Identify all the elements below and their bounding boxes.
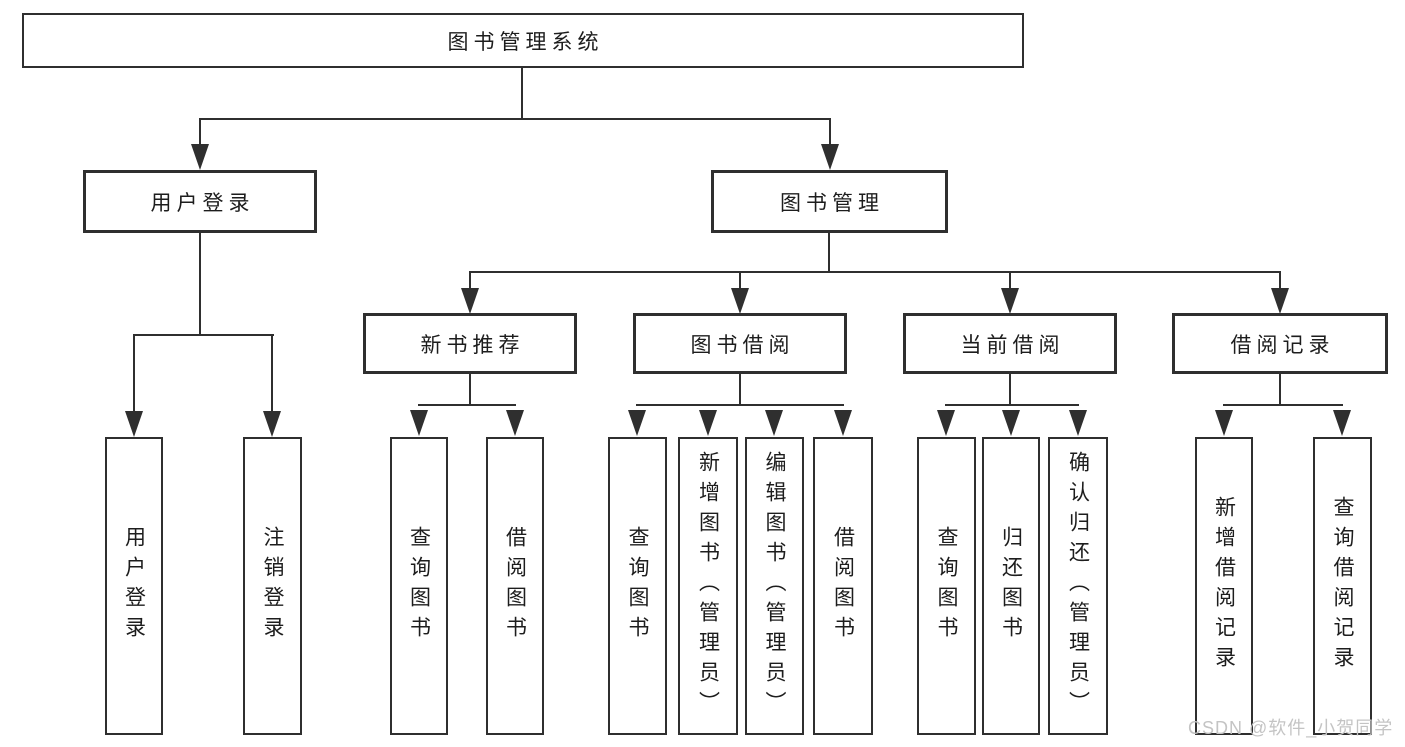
connector [199,118,831,120]
node-current-borrow: 当前借阅 [903,313,1117,374]
arrowhead [821,144,839,170]
leaf-query-books-recommend: 查询图书 [390,437,448,735]
arrowhead [263,411,281,437]
connector [469,271,1281,273]
node-current-borrow-label: 当前借阅 [960,333,1065,357]
leaf-query-books-current: 查询图书 [917,437,976,735]
arrowhead [125,411,143,437]
leaf-confirm-return-admin: 确认归还（管理员） [1048,437,1108,735]
leaf-confirm-return-admin-label: 确认归还（管理员） [1066,451,1090,721]
csdn-watermark: CSDN @软件_小贺同学 [1188,718,1394,738]
arrowhead [1215,410,1233,436]
node-book-management: 图书管理 [711,170,948,233]
leaf-logout: 注销登录 [243,437,302,735]
connector [199,118,201,148]
leaf-query-books-current-label: 查询图书 [935,526,958,646]
connector [521,68,523,120]
connector [945,404,1079,406]
node-user-login: 用户登录 [83,170,317,233]
connector [739,373,741,406]
leaf-add-books-admin-label: 新增图书（管理员） [696,451,720,721]
connector [418,404,516,406]
node-borrow-records-label: 借阅记录 [1230,333,1335,357]
connector [1279,373,1281,406]
leaf-logout-label: 注销登录 [261,526,284,646]
leaf-add-borrow-record-label: 新增借阅记录 [1212,496,1236,676]
node-new-book-recommend: 新书推荐 [363,313,577,374]
leaf-query-borrow-record: 查询借阅记录 [1313,437,1372,735]
connector [828,233,830,273]
arrowhead [461,288,479,314]
node-book-borrow-label: 图书借阅 [690,333,795,357]
arrowhead [506,410,524,436]
connector [1223,404,1343,406]
connector [133,334,274,336]
arrowhead [1001,288,1019,314]
arrowhead [699,410,717,436]
connector [1009,271,1011,291]
connector [271,334,273,412]
arrowhead [1069,410,1087,436]
leaf-query-books-borrow-label: 查询图书 [626,526,649,646]
arrowhead [1271,288,1289,314]
leaf-borrow-books-recommend: 借阅图书 [486,437,544,735]
leaf-query-books-borrow: 查询图书 [608,437,667,735]
connector [1279,271,1281,291]
arrowhead [1002,410,1020,436]
connector [1009,373,1011,406]
leaf-query-borrow-record-label: 查询借阅记录 [1331,496,1354,676]
arrowhead [765,410,783,436]
leaf-edit-books-admin-label: 编辑图书（管理员） [763,451,786,721]
node-new-book-recommend-label: 新书推荐 [420,333,525,357]
arrowhead [191,144,209,170]
arrowhead [937,410,955,436]
connector [829,118,831,148]
leaf-return-books-label: 归还图书 [999,526,1023,646]
node-book-borrow: 图书借阅 [633,313,847,374]
leaf-add-borrow-record: 新增借阅记录 [1195,437,1253,735]
leaf-borrow-books-borrow: 借阅图书 [813,437,873,735]
node-book-management-label: 图书管理 [780,191,884,215]
arrowhead [410,410,428,436]
connector [469,271,471,291]
arrowhead [628,410,646,436]
arrowhead [731,288,749,314]
leaf-user-login: 用户登录 [105,437,163,735]
connector [133,334,135,412]
leaf-edit-books-admin: 编辑图书（管理员） [745,437,804,735]
leaf-borrow-books-recommend-label: 借阅图书 [503,526,527,646]
leaf-query-books-recommend-label: 查询图书 [407,526,431,646]
connector [199,233,201,336]
node-borrow-records: 借阅记录 [1172,313,1388,374]
leaf-user-login-label: 用户登录 [122,526,146,646]
arrowhead [1333,410,1351,436]
connector [469,373,471,406]
connector [636,404,844,406]
node-root-label: 图书管理系统 [447,30,604,54]
node-root: 图书管理系统 [22,13,1024,68]
leaf-return-books: 归还图书 [982,437,1040,735]
leaf-add-books-admin: 新增图书（管理员） [678,437,738,735]
node-user-login-label: 用户登录 [150,191,255,215]
connector [739,271,741,291]
leaf-borrow-books-borrow-label: 借阅图书 [831,526,855,646]
arrowhead [834,410,852,436]
